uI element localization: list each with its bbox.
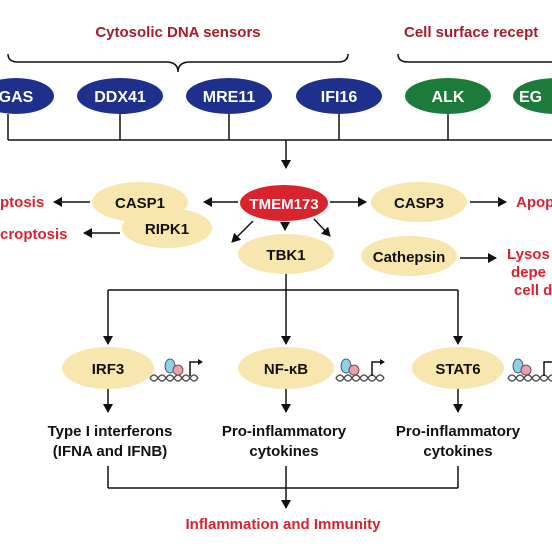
receptor-alk: ALK	[405, 78, 491, 114]
nfkb-node: NF-κB	[238, 347, 334, 389]
sensor-cgas-label: GAS	[0, 89, 34, 106]
pyroptosis-label: ptosis	[0, 194, 44, 211]
irf3-node: IRF3	[62, 347, 154, 389]
receptor-egfr: EG	[513, 78, 552, 114]
sensor-mre11: MRE11	[186, 78, 272, 114]
tbk1-branch-lines	[103, 274, 463, 345]
ripk1-node: RIPK1	[122, 208, 212, 248]
dna-promoter-icon	[335, 358, 385, 382]
casp1-label: CASP1	[115, 195, 165, 212]
tmem173-arrows	[203, 197, 367, 243]
cathepsin-node: Cathepsin	[361, 236, 457, 276]
cytosolic-brace	[7, 53, 349, 73]
cytosolic-sensors-title: Cytosolic DNA sensors	[95, 24, 260, 41]
sensor-mre11-label: MRE11	[203, 89, 256, 106]
stat6-label: STAT6	[435, 361, 480, 378]
final-convergence-lines	[107, 466, 459, 509]
type1-ifn-line1: Type I interferons	[48, 423, 173, 440]
dna-promoter-icon	[507, 358, 552, 382]
proinflammatory-stat6-line2: cytokines	[423, 443, 492, 460]
proinflammatory-nfkb-line2: cytokines	[249, 443, 318, 460]
sensor-cgas: GAS	[0, 78, 54, 114]
nfkb-label: NF-κB	[264, 361, 308, 378]
casp3-label: CASP3	[394, 195, 444, 212]
tmem173-node: TMEM173	[240, 185, 328, 221]
lysosomal-label-line2: depe	[511, 264, 546, 281]
lysosomal-label-line3: cell d	[514, 282, 552, 299]
sensor-ddx41: DDX41	[77, 78, 163, 114]
apoptosis-label: Apop	[516, 194, 552, 211]
death-arrows	[53, 197, 507, 263]
sensor-ddx41-label: DDX41	[94, 89, 146, 106]
receptor-egfr-label: EG	[519, 89, 542, 106]
necroptosis-label: croptosis	[0, 226, 68, 243]
ripk1-label: RIPK1	[145, 221, 189, 238]
sensor-ifi16: IFI16	[296, 78, 382, 114]
cathepsin-label: Cathepsin	[373, 249, 446, 266]
proinflammatory-stat6-line1: Pro-inflammatory	[396, 423, 521, 440]
sensor-ifi16-label: IFI16	[321, 89, 358, 106]
tmem173-label: TMEM173	[249, 196, 318, 213]
dna-promoter-icon	[149, 358, 203, 382]
lysosomal-label-line1: Lysos	[507, 246, 550, 263]
tbk1-label: TBK1	[266, 247, 305, 264]
type1-ifn-line2: (IFNA and IFNB)	[53, 443, 167, 460]
sensor-convergence-lines	[7, 114, 552, 169]
surface-receptors-title: Cell surface recept	[404, 24, 538, 41]
stat6-node: STAT6	[412, 347, 504, 389]
tf-output-arrows	[103, 389, 463, 413]
inflammation-immunity-label: Inflammation and Immunity	[185, 516, 381, 533]
surface-brace	[397, 53, 552, 63]
proinflammatory-nfkb-line1: Pro-inflammatory	[222, 423, 347, 440]
receptor-alk-label: ALK	[432, 89, 465, 106]
irf3-label: IRF3	[92, 361, 125, 378]
casp3-node: CASP3	[371, 182, 467, 222]
tbk1-node: TBK1	[238, 234, 334, 274]
